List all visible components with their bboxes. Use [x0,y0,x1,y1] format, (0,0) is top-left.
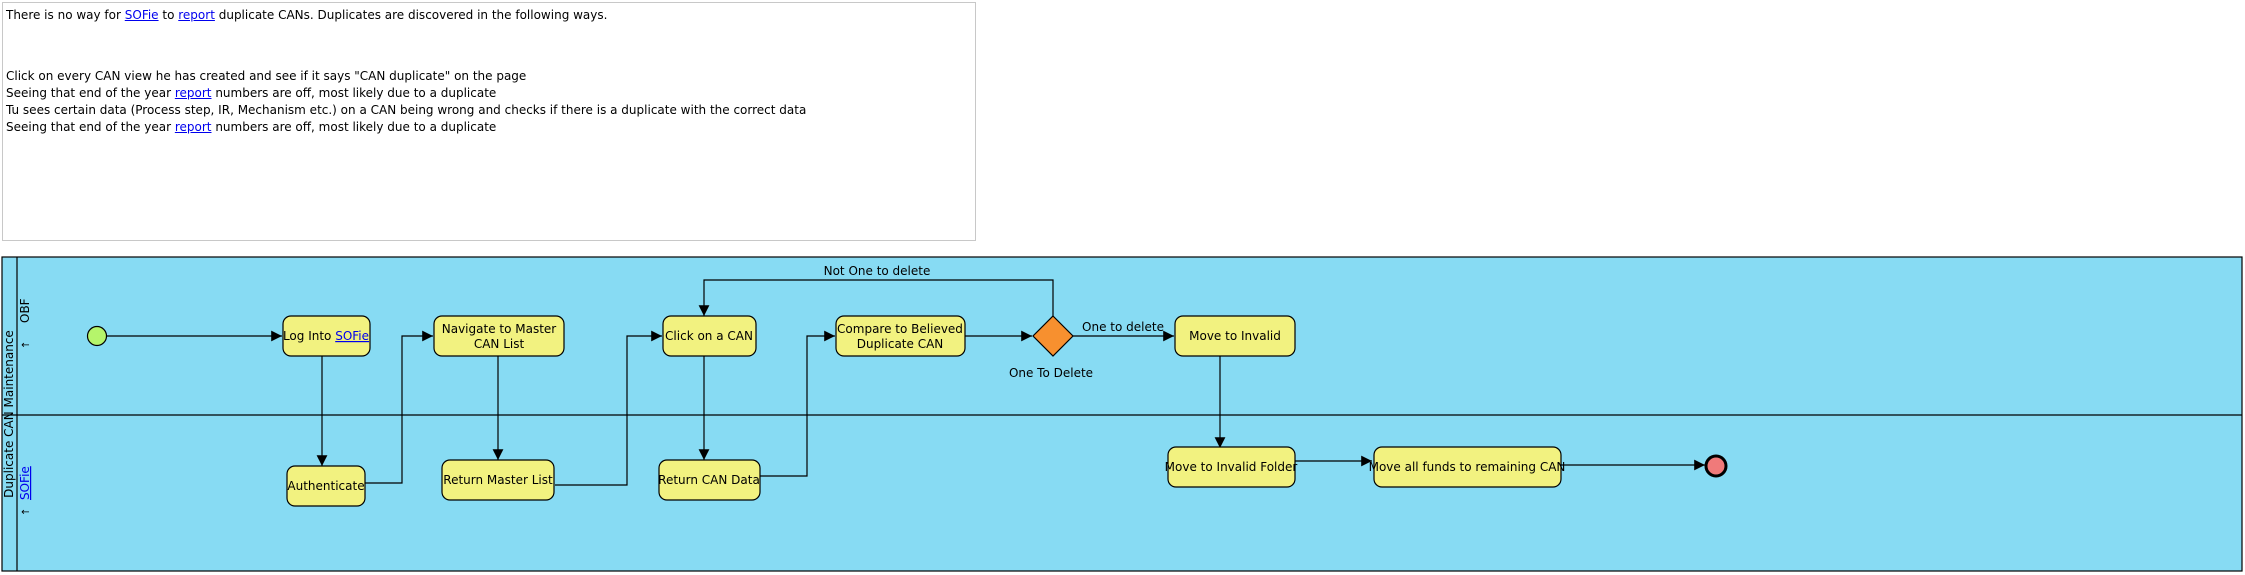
start-event[interactable] [86,325,108,347]
lane-collapse-icon[interactable]: ↑ [21,508,32,516]
lane-sofie[interactable]: SOFie ↑ [18,466,32,516]
lane-obf[interactable]: OBF ↑ [18,298,32,349]
task-move-funds[interactable]: Move all funds to remaining CAN [1369,446,1566,488]
task-label-line: Navigate to Master [442,322,557,336]
bpmn-diagram: Duplicate CAN Maintenance OBF ↑ SOFie ↑ … [0,255,2245,575]
task-return-master-list[interactable]: Return Master List [441,459,555,501]
task-label: Authenticate [287,479,364,493]
lane-label-obf: OBF [18,298,32,323]
task-label: Move to Invalid Folder [1165,460,1298,474]
note-text: duplicate CANs. Duplicates are discovere… [214,8,608,22]
note-text: to [158,8,179,22]
sofie-link[interactable]: SOFie [335,329,369,343]
note-line-4: Seeing that end of the year report numbe… [6,119,972,136]
sequence-flow[interactable] [555,330,662,486]
svg-text:Log Into SOFie: Log Into SOFie [283,329,369,343]
report-link[interactable]: report [178,8,215,22]
note-line-1: Click on every CAN view he has created a… [6,69,527,83]
note-text: numbers are off, most likely due to a du… [211,86,497,100]
note-text: Seeing that end of the year [6,120,175,134]
sofie-link[interactable]: SOFie [124,8,159,22]
gateway-one-to-delete[interactable] [1032,315,1074,357]
task-click-on-a-can[interactable]: Click on a CAN [662,315,757,357]
task-label-line: CAN List [474,337,525,351]
task-label: Move to Invalid [1189,329,1281,343]
task-authenticate[interactable]: Authenticate [286,465,366,507]
report-link[interactable]: report [174,86,212,100]
task-label: Click on a CAN [665,329,753,343]
task-label: Return Master List [443,473,553,487]
sequence-flow-not-one[interactable] [698,279,1054,316]
task-label-line: Duplicate CAN [857,337,944,351]
task-log-into-sofie[interactable]: Log Into SOFie [282,315,371,357]
task-move-to-invalid-folder[interactable]: Move to Invalid Folder [1165,446,1298,488]
note-text: Seeing that end of the year [6,86,175,100]
sequence-flow[interactable] [365,330,433,484]
report-link[interactable]: report [174,120,212,134]
note-text: numbers are off, most likely due to a du… [211,120,497,134]
sequence-flow[interactable] [760,330,835,477]
pool[interactable] [1,256,2243,572]
flow-label-not-one: Not One to delete [824,264,931,278]
task-return-can-data[interactable]: Return CAN Data [658,459,761,501]
lane-collapse-icon[interactable]: ↑ [21,341,32,349]
task-move-to-invalid[interactable]: Move to Invalid [1174,315,1296,357]
task-label: Log Into [283,329,335,343]
note-text: There is no way for [6,8,125,22]
lane-label-sofie[interactable]: SOFie [18,466,32,500]
note-intro: There is no way for SOFie to report dupl… [6,7,972,24]
gateway-label: One To Delete [1009,366,1093,380]
end-event[interactable] [1704,454,1728,478]
note-line-3: Tu sees certain data (Process step, IR, … [6,103,807,117]
note-line-2: Seeing that end of the year report numbe… [6,85,972,102]
task-label: Return CAN Data [658,473,760,487]
task-label: Move all funds to remaining CAN [1369,460,1566,474]
task-label-line: Compare to Believed [837,322,963,336]
flow-label-one: One to delete [1082,320,1164,334]
pool-title: Duplicate CAN Maintenance [2,330,16,498]
annotation-note: There is no way for SOFie to report dupl… [2,2,976,241]
